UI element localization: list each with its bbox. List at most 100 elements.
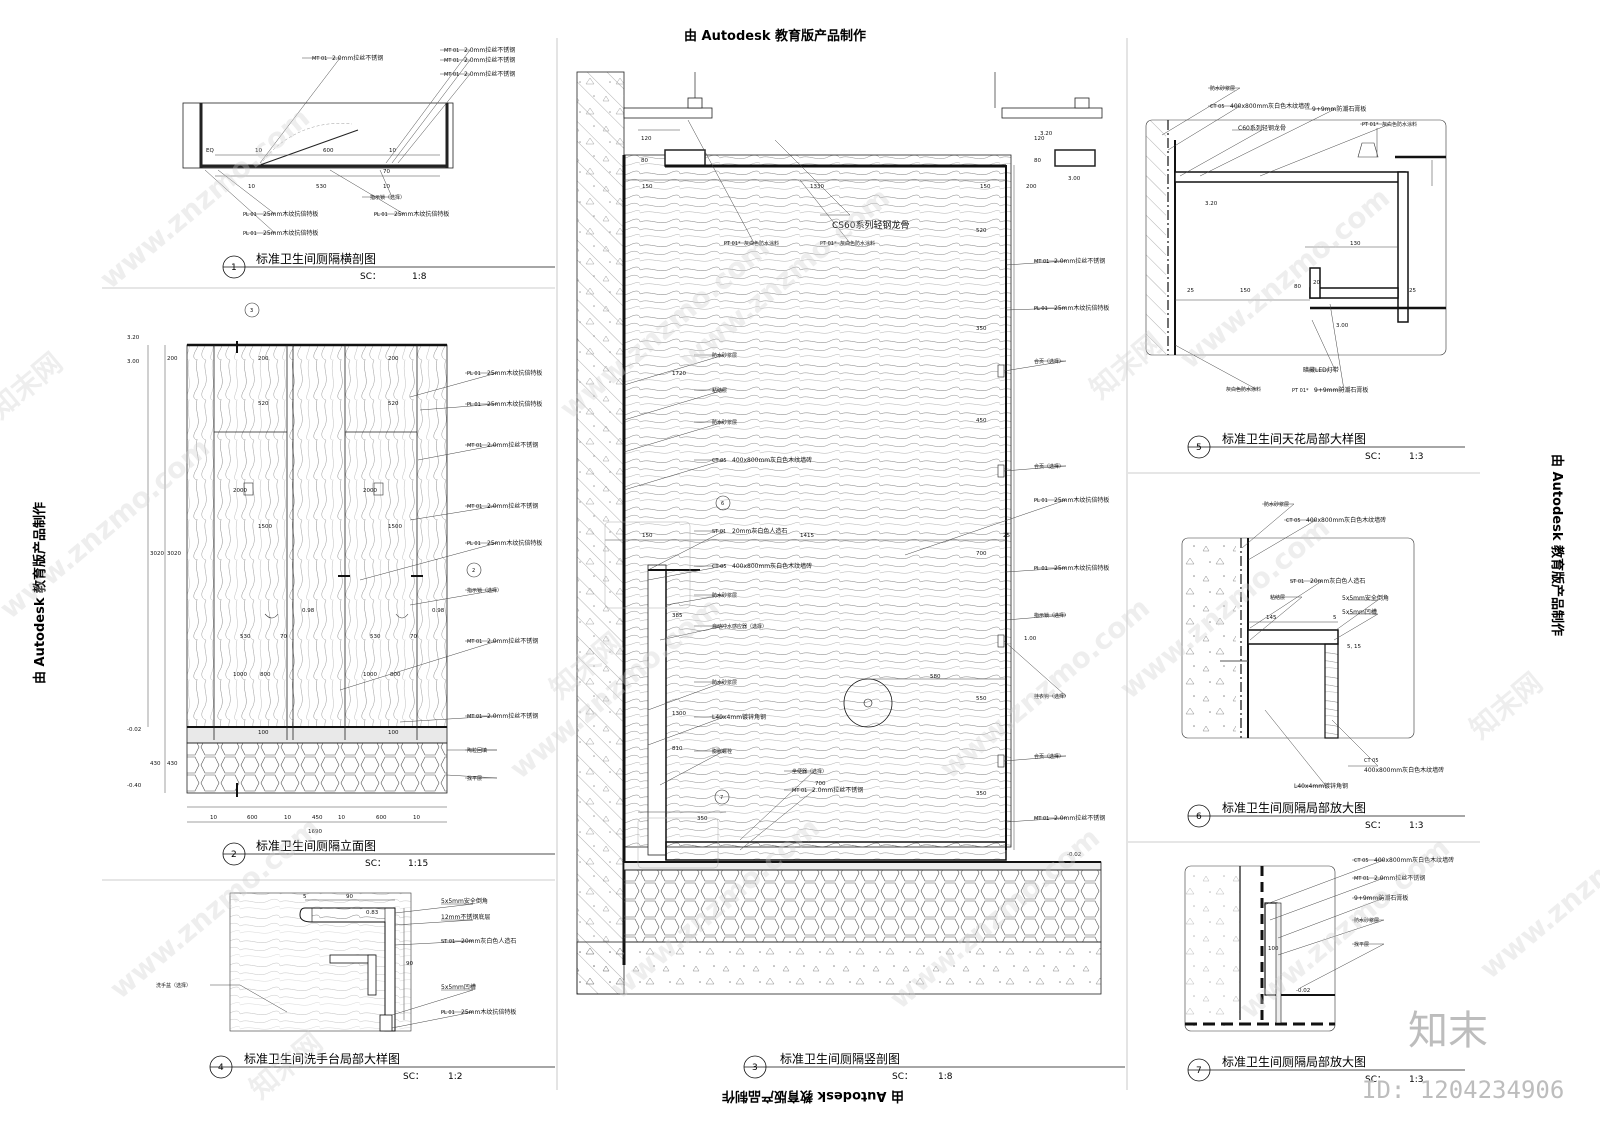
svg-text:CT 05: CT 05 (1210, 104, 1225, 110)
svg-text:25mm木纹抗倍特板: 25mm木纹抗倍特板 (1054, 564, 1109, 572)
svg-text:CT 05: CT 05 (1354, 858, 1369, 864)
drawing-2-caption: 2 标准卫生间厕隔立面图 SC： 1:15 (222, 838, 555, 869)
svg-text:3.20: 3.20 (127, 335, 140, 341)
svg-text:2.0mm拉丝不锈钢: 2.0mm拉丝不锈钢 (464, 56, 515, 64)
drawing-2-callouts: 3 2 PL 01 25mm木纹抗倍特板 PL 01 25mm木纹抗倍特板 MT… (244, 302, 542, 782)
svg-text:CT 05: CT 05 (1364, 758, 1379, 764)
svg-text:145: 145 (1266, 615, 1277, 621)
drawing-2-dimensions: 3.20 3.00 -0.02 -0.40 200 3020 3020 430 … (127, 335, 445, 835)
svg-text:2.0mm拉丝不锈钢: 2.0mm拉丝不锈钢 (1374, 874, 1425, 882)
drawing-1-section (182, 102, 454, 177)
dim-70: 70 (383, 169, 390, 175)
svg-text:20mm灰白色人造石: 20mm灰白色人造石 (732, 527, 787, 535)
svg-text:600: 600 (376, 815, 387, 821)
svg-text:20: 20 (1313, 280, 1320, 286)
svg-text:200: 200 (1026, 184, 1037, 190)
svg-text:0.98: 0.98 (302, 608, 315, 614)
svg-text:2.0mm拉丝不锈钢: 2.0mm拉丝不锈钢 (332, 54, 383, 62)
svg-text:C60系列轻钢龙骨: C60系列轻钢龙骨 (1238, 124, 1286, 132)
stamp-top: 由 Autodesk 教育版产品制作 (684, 28, 866, 44)
svg-text:700: 700 (815, 781, 826, 787)
dim-10a: 10 (255, 148, 262, 154)
caption-2-sc: SC： (365, 859, 386, 869)
svg-text:130: 130 (1350, 241, 1361, 247)
svg-text:CT 05: CT 05 (1286, 518, 1301, 524)
caption-1-scale: 1:8 (412, 272, 427, 282)
dim-10c: 10 (248, 184, 255, 190)
svg-text:5, 15: 5, 15 (1347, 644, 1361, 650)
svg-text:灰白色防水涂料: 灰白色防水涂料 (744, 240, 779, 247)
svg-text:430: 430 (167, 761, 178, 767)
svg-text:2.0mm拉丝不锈钢: 2.0mm拉丝不锈钢 (487, 502, 538, 510)
svg-text:9+9mm防潮石膏板: 9+9mm防潮石膏板 (1354, 894, 1408, 902)
svg-text:自动冲水感应器（选择）: 自动冲水感应器（选择） (712, 623, 767, 630)
svg-text:10: 10 (284, 815, 291, 821)
svg-text:挂衣钩（选择）: 挂衣钩（选择） (1034, 693, 1069, 700)
svg-text:1415: 1415 (800, 533, 814, 539)
svg-text:坐便器（选择）: 坐便器（选择） (792, 768, 827, 775)
drawing-1-dimensions: EQ 10 600 10 10 530 70 10 (206, 148, 396, 190)
caption-1-title: 标准卫生间厕隔横剖图 (256, 252, 376, 266)
svg-text:知末网: 知末网 (1463, 666, 1549, 745)
svg-text:灰白色防水涂料: 灰白色防水涂料 (840, 240, 875, 247)
svg-text:150: 150 (980, 184, 991, 190)
svg-text:450: 450 (312, 815, 323, 821)
svg-text:-0.40: -0.40 (127, 783, 142, 789)
svg-text:450: 450 (976, 418, 987, 424)
caption-4-scale: 1:2 (448, 1072, 462, 1082)
svg-text:25: 25 (1409, 288, 1416, 294)
svg-text:20mm灰白色人造石: 20mm灰白色人造石 (1310, 577, 1365, 585)
svg-text:MT 01: MT 01 (1034, 259, 1049, 265)
svg-text:400x800mm灰白色木纹墙砖: 400x800mm灰白色木纹墙砖 (732, 562, 812, 570)
svg-text:1300: 1300 (672, 711, 686, 717)
svg-text:120: 120 (641, 136, 652, 142)
sheet-dividers (102, 38, 1480, 1090)
svg-text:2.0mm拉丝不锈钢: 2.0mm拉丝不锈钢 (812, 786, 863, 794)
caption-4-number: 4 (218, 1063, 224, 1073)
svg-text:灰白色防水涂料: 灰白色防水涂料 (1382, 121, 1417, 128)
svg-text:防水砂浆层: 防水砂浆层 (712, 352, 737, 359)
drawing-3-dimensions: 150 1330 150 200 3.00 3.20 120 80 120 80… (641, 131, 1081, 858)
caption-7-scale: 1:3 (1409, 1075, 1423, 1085)
caption-7-title: 标准卫生间厕隔局部放大图 (1222, 1054, 1366, 1069)
svg-text:25: 25 (1187, 288, 1194, 294)
svg-text:90: 90 (406, 961, 413, 967)
svg-text:L40x4mm镀锌角钢: L40x4mm镀锌角钢 (712, 713, 766, 721)
svg-text:PL 01: PL 01 (1034, 498, 1048, 504)
image-id: ID: 1204234906 (1362, 1076, 1564, 1104)
svg-text:7: 7 (720, 795, 723, 801)
svg-text:9+9mm防潮石膏板: 9+9mm防潮石膏板 (1312, 105, 1366, 113)
svg-text:PL 01: PL 01 (467, 371, 481, 377)
svg-text:CT 05: CT 05 (712, 458, 727, 464)
svg-text:80: 80 (641, 158, 648, 164)
svg-text:1000: 1000 (363, 672, 377, 678)
brand-mark: 知末 ID: 1204234906 (1362, 1008, 1564, 1104)
svg-text:PL 01: PL 01 (243, 231, 257, 237)
svg-text:粘结层: 粘结层 (1270, 594, 1285, 601)
svg-text:0.98: 0.98 (432, 608, 445, 614)
svg-text:指示锁（选择）: 指示锁（选择） (467, 587, 502, 594)
caption-6-scale: 1:3 (1409, 821, 1423, 831)
svg-text:www.znzmo.com: www.znzmo.com (93, 101, 316, 295)
caption-5-scale: 1:3 (1409, 452, 1423, 462)
caption-5-title: 标准卫生间天花局部大样图 (1222, 431, 1366, 446)
svg-text:ST 01: ST 01 (441, 939, 455, 945)
svg-text:810: 810 (672, 746, 683, 752)
svg-text:5: 5 (1333, 615, 1337, 621)
svg-text:25mm木纹抗倍特板: 25mm木纹抗倍特板 (394, 210, 449, 218)
svg-text:5: 5 (303, 894, 307, 900)
caption-7-sc: SC： (1365, 1075, 1386, 1085)
svg-text:知末网: 知末网 (0, 346, 69, 425)
svg-text:3.00: 3.00 (1068, 176, 1081, 182)
svg-text:PL 01: PL 01 (243, 212, 257, 218)
svg-text:2.0mm拉丝不锈钢: 2.0mm拉丝不锈钢 (464, 46, 515, 54)
svg-text:90: 90 (346, 894, 353, 900)
svg-text:550: 550 (976, 696, 987, 702)
caption-3-sc: SC： (892, 1072, 913, 1082)
svg-text:1500: 1500 (258, 524, 272, 530)
svg-text:520: 520 (258, 401, 269, 407)
stamp-right: 由 Autodesk 教育版产品制作 (1549, 454, 1565, 636)
svg-text:1.00: 1.00 (1024, 636, 1037, 642)
svg-text:150: 150 (642, 533, 653, 539)
